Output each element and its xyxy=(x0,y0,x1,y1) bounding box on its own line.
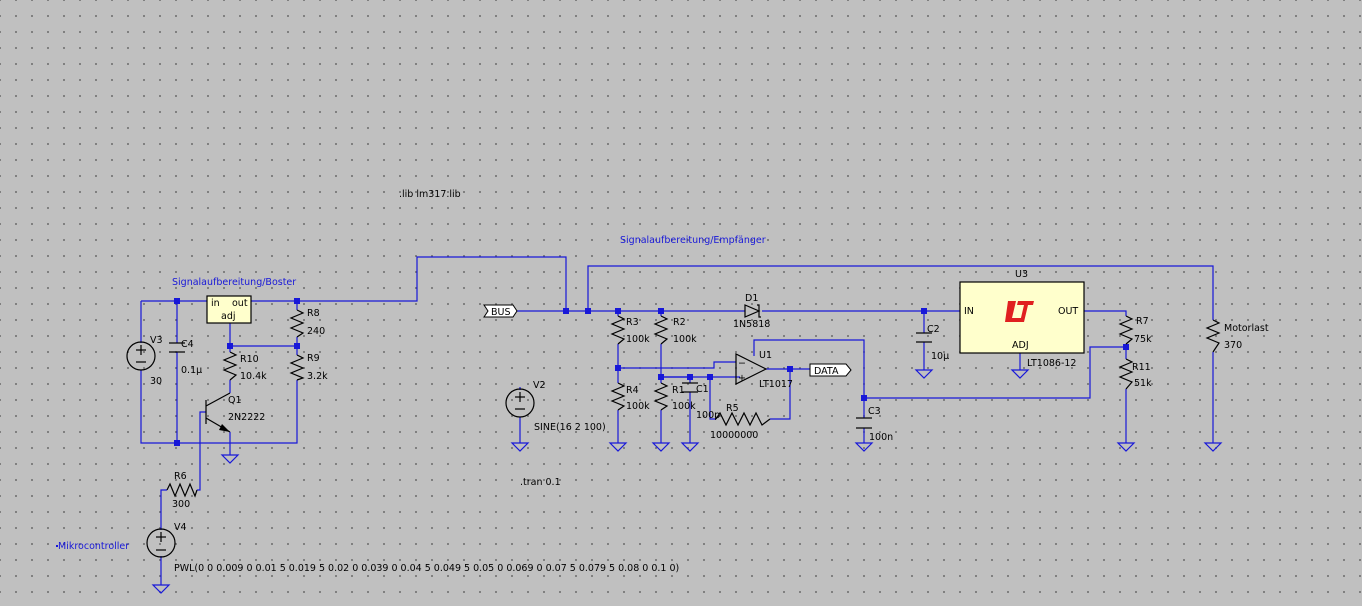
c1-value: 100p xyxy=(696,410,720,421)
u3-value: LT1086-12 xyxy=(1027,358,1076,369)
voltage-source-v3[interactable]: V3 30 xyxy=(126,335,163,387)
comparator-u1[interactable]: − + U1 LT1017 xyxy=(735,350,793,390)
v4-name: V4 xyxy=(174,522,187,533)
r6-value: 300 xyxy=(172,499,190,510)
voltage-source-v4[interactable]: V4 PWL(0 0 0.009 0 0.01 5 0.019 5 0.02 0… xyxy=(146,522,679,574)
wires[interactable] xyxy=(140,256,1214,585)
v3-value: 30 xyxy=(150,376,162,387)
r1-value: 100k xyxy=(672,401,696,412)
r4-value: 100k xyxy=(626,401,650,412)
resistor-motorlast[interactable]: Motorlast 370 xyxy=(1205,319,1269,353)
voltage-source-v2[interactable]: V2 SINE(16 2 100) xyxy=(505,380,606,433)
r1-name: R1 xyxy=(672,385,685,396)
lt-logo-icon xyxy=(1005,301,1034,322)
resistor-r4[interactable]: R4 100k xyxy=(610,382,650,412)
resistor-r2[interactable]: R2 100k xyxy=(653,315,697,345)
r10-name: R10 xyxy=(240,354,259,365)
r4-name: R4 xyxy=(626,385,639,396)
lm317-pin-in: in xyxy=(211,298,220,309)
r9-value: 3.2k xyxy=(307,371,328,382)
motorlast-name: Motorlast xyxy=(1224,323,1269,334)
r7-name: R7 xyxy=(1136,316,1149,327)
net-label-booster[interactable]: Signalaufbereitung/Boster xyxy=(172,277,296,288)
resistor-r3[interactable]: R3 100k xyxy=(610,315,650,345)
c4-name: C4 xyxy=(181,339,194,350)
r10-value: 10.4k xyxy=(240,371,267,382)
data-port-label: DATA xyxy=(814,366,839,377)
r8-name: R8 xyxy=(307,308,320,319)
r2-name: R2 xyxy=(673,317,686,328)
motorlast-value: 370 xyxy=(1224,340,1242,351)
tran-directive[interactable]: .tran 0.1 xyxy=(520,477,561,488)
resistor-r11[interactable]: R11 51k xyxy=(1118,358,1152,390)
r9-name: R9 xyxy=(307,353,320,364)
r3-name: R3 xyxy=(626,317,639,328)
bus-port-label: BUS xyxy=(491,307,511,318)
bus-port[interactable]: BUS xyxy=(483,304,518,318)
lm317-pin-out: out xyxy=(232,298,248,309)
u3-name: U3 xyxy=(1015,269,1028,280)
v3-name: V3 xyxy=(150,335,163,346)
net-label-mcu[interactable]: Mikrocontroller xyxy=(58,541,129,552)
r7-value: 75k xyxy=(1134,334,1152,345)
resistor-r6[interactable]: R6 300 xyxy=(166,471,198,510)
c1-name: C1 xyxy=(696,384,709,395)
c4-value: 0.1µ xyxy=(181,365,202,376)
transistor-q1[interactable]: Q1 2N2222 xyxy=(205,392,265,433)
junctions xyxy=(174,298,1129,446)
u1-plus-sign: + xyxy=(738,373,746,384)
c2-value: 10µ xyxy=(931,351,949,362)
lm317-pin-adj: adj xyxy=(221,311,236,322)
v2-value: SINE(16 2 100) xyxy=(534,422,606,433)
u3-pin-adj: ADJ xyxy=(1012,340,1029,351)
capacitor-c4[interactable]: C4 0.1µ xyxy=(169,339,202,376)
d1-value: 1N5818 xyxy=(733,319,770,330)
capacitor-c3[interactable]: C3 100n xyxy=(856,406,893,443)
u3-pin-out: OUT xyxy=(1058,306,1078,317)
u3-pin-in: IN xyxy=(964,306,974,317)
r11-value: 51k xyxy=(1134,378,1152,389)
c2-name: C2 xyxy=(927,324,940,335)
resistor-r8[interactable]: R8 240 xyxy=(289,308,325,338)
data-port[interactable]: DATA xyxy=(809,363,852,377)
r2-value: 100k xyxy=(673,334,697,345)
u1-name: U1 xyxy=(759,350,772,361)
c3-name: C3 xyxy=(868,406,881,417)
regulator-u3[interactable]: U3 IN OUT ADJ LT1086-12 xyxy=(959,269,1085,369)
capacitor-c2[interactable]: C2 10µ xyxy=(916,324,949,362)
r6-name: R6 xyxy=(174,471,187,482)
r5-value: 10000000 xyxy=(710,430,758,441)
r5-name: R5 xyxy=(726,403,739,414)
diode-d1[interactable]: D1 1N5818 xyxy=(733,293,770,330)
r8-value: 240 xyxy=(307,326,325,337)
q1-name: Q1 xyxy=(228,395,242,406)
v4-value: PWL(0 0 0.009 0 0.01 5 0.019 5 0.02 0 0.… xyxy=(174,563,679,574)
r11-name: R11 xyxy=(1132,362,1151,373)
regulator-lm317[interactable]: in out adj xyxy=(206,295,252,324)
v2-name: V2 xyxy=(533,380,546,391)
resistor-r7[interactable]: R7 75k xyxy=(1118,315,1152,345)
resistor-r9[interactable]: R9 3.2k xyxy=(289,353,328,382)
ground-symbols xyxy=(151,369,1223,594)
net-label-receiver[interactable]: Signalaufbereitung/Empfänger xyxy=(620,235,766,246)
u1-minus-sign: − xyxy=(738,358,746,369)
r3-value: 100k xyxy=(626,334,650,345)
u1-value: LT1017 xyxy=(759,379,793,390)
resistor-r1[interactable]: R1 100k xyxy=(653,382,696,412)
d1-name: D1 xyxy=(745,293,758,304)
net-label-mcu-marker xyxy=(56,545,58,547)
resistor-r5[interactable]: R5 10000000 xyxy=(710,403,771,441)
q1-value: 2N2222 xyxy=(228,412,265,423)
resistor-r10[interactable]: R10 10.4k xyxy=(222,351,267,382)
c3-value: 100n xyxy=(869,432,893,443)
lib-directive[interactable]: .lib lm317.lib xyxy=(399,189,461,200)
capacitor-c1[interactable]: C1 100p xyxy=(682,382,720,421)
